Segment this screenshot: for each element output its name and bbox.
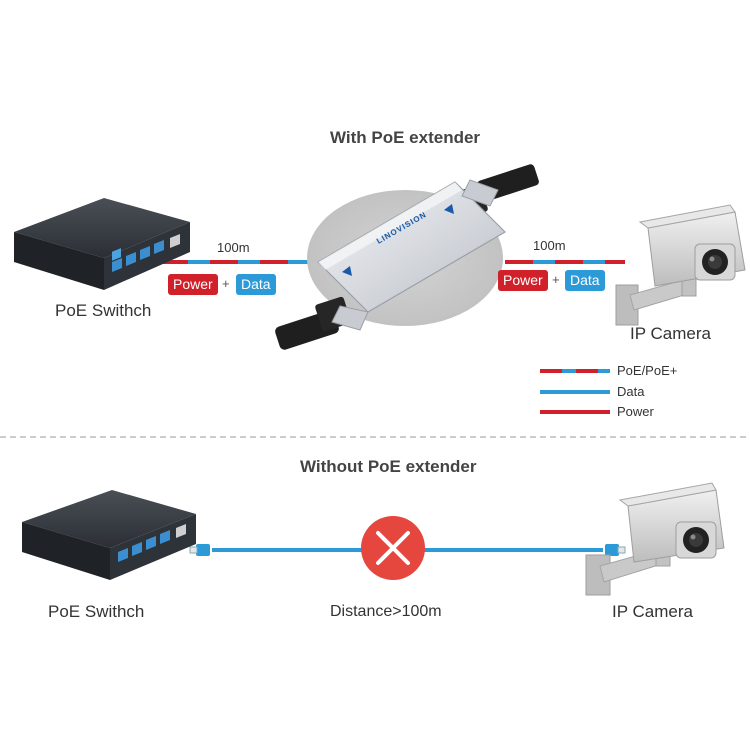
- top-switch-ports: [112, 234, 180, 272]
- legend-poe-label: PoE/PoE+: [617, 363, 678, 378]
- top-right-data-tag: Data: [565, 270, 605, 291]
- no-connection-x-icon: [361, 516, 425, 580]
- bottom-camera-label: IP Camera: [612, 602, 693, 621]
- distance-label: Distance>100m: [330, 603, 442, 620]
- legend-data-label: Data: [617, 384, 645, 399]
- top-left-length: 100m: [217, 240, 250, 255]
- top-left-plus: +: [222, 276, 230, 291]
- poe-extender-device: [275, 164, 539, 350]
- top-right-length: 100m: [533, 238, 566, 253]
- top-switch-label: PoE Swithch: [55, 301, 152, 320]
- top-section-title: With PoE extender: [330, 128, 481, 147]
- top-right-power-tag: Power: [498, 270, 548, 291]
- top-camera-label: IP Camera: [630, 324, 711, 343]
- legend-power-label: Power: [617, 404, 654, 419]
- top-ip-camera: [615, 204, 746, 326]
- top-left-data-tag: Data: [236, 274, 276, 295]
- bottom-switch-label: PoE Swithch: [48, 602, 145, 621]
- top-poe-switch: [14, 198, 190, 290]
- bottom-ip-camera: [585, 482, 725, 596]
- bottom-section-title: Without PoE extender: [300, 457, 477, 476]
- top-left-power-tag: Power: [168, 274, 218, 295]
- legend-lines: [540, 369, 610, 414]
- top-right-plus: +: [552, 272, 560, 287]
- bottom-switch-ports: [118, 524, 186, 562]
- bottom-poe-switch: [22, 490, 196, 580]
